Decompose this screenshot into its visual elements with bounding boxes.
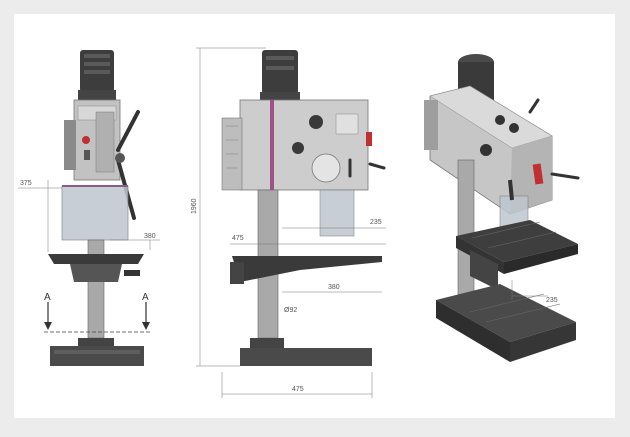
front-chuck-guard [61,185,129,241]
front-dim-table: 380 [144,233,156,240]
side-view: 1960 475 235 380 [191,47,386,398]
side-base [240,348,372,366]
side-table-arm [232,256,382,282]
side-chuck-guard [319,189,355,237]
section-label-right: A [142,292,149,303]
side-dim-column: Ø92 [284,307,297,314]
side-dim-reach: 380 [328,284,340,291]
front-table [48,254,144,264]
front-feed-handle [116,110,140,152]
side-dim-depth-top: 475 [232,235,244,242]
side-dim-throat: 235 [370,219,382,226]
side-dim-height: 1960 [191,198,198,214]
side-accent-stripe [270,100,274,190]
iso-column [457,159,475,301]
iso-dim-spindle: 235 [546,297,558,304]
front-view: 375 380 A A [18,50,160,366]
side-dim-base: 475 [292,386,304,393]
iso-base [436,284,576,342]
side-motor [262,50,298,94]
front-dim-width: 375 [20,180,32,187]
front-base [50,346,144,366]
isometric-view: 235 [424,54,580,362]
front-emergency-button [82,136,90,144]
section-label-left: A [44,292,51,303]
